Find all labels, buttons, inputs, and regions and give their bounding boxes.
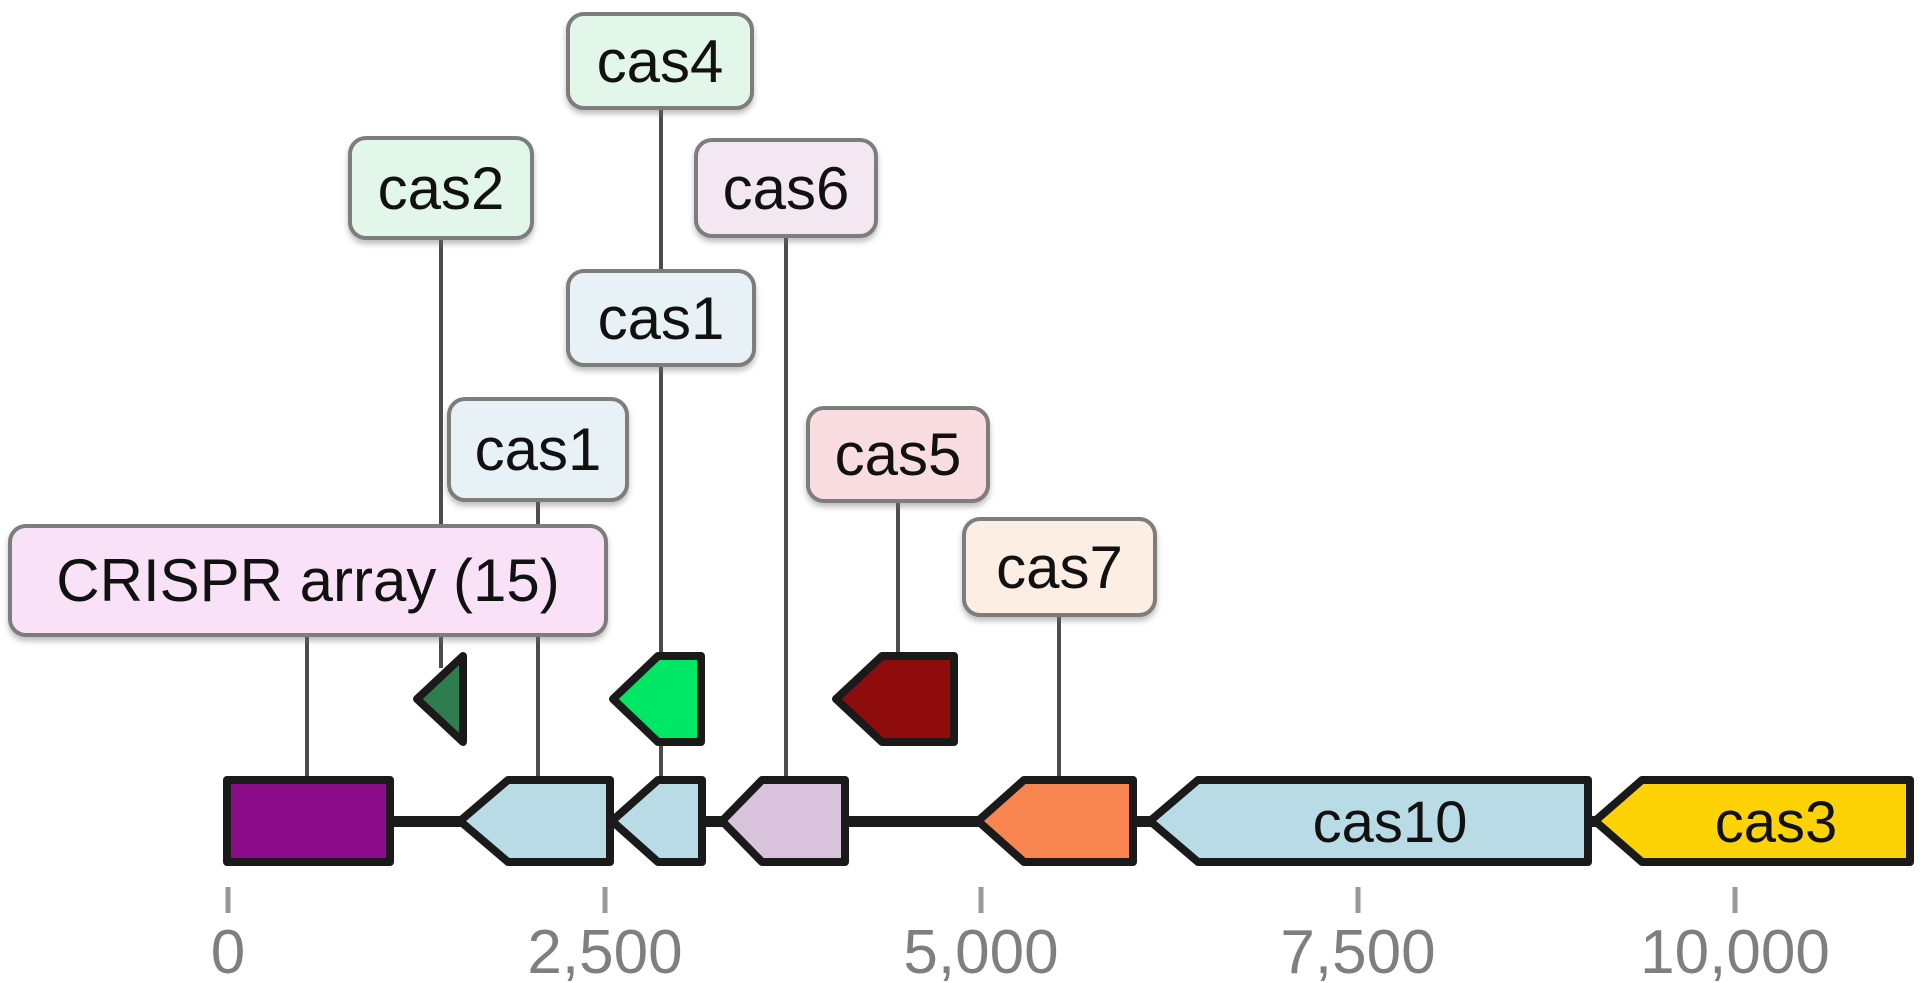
axis-label-0: 0: [210, 918, 246, 983]
label-cas5: cas5: [806, 406, 990, 503]
label-cas1-lower: cas1: [447, 397, 629, 502]
label-cas4: cas4: [566, 12, 754, 110]
gene-cas1-arrow: [456, 776, 614, 866]
label-cas2: cas2: [348, 136, 534, 240]
gene-crispr-array-rect: [223, 776, 394, 866]
gene-cas4-arrow: [609, 652, 705, 746]
gene-cas2-arrow: [413, 652, 467, 746]
label-cas6: cas6: [694, 138, 878, 238]
axis-label-10000: 10,000: [1640, 918, 1830, 983]
axis-label-5000: 5,000: [903, 918, 1059, 983]
gene-cas5-arrow: [832, 652, 958, 746]
gene-cas6-arrow: [718, 776, 849, 866]
label-crispr-array: CRISPR array (15): [8, 524, 608, 637]
gene-cas3-arrow: [1591, 776, 1914, 866]
gene-cas7-arrow: [974, 776, 1137, 866]
axis-label-7500: 7,500: [1280, 918, 1436, 983]
label-cas7: cas7: [962, 517, 1157, 617]
gene-cas10-label: cas10: [1313, 790, 1468, 855]
gene-cas3-label: cas3: [1715, 790, 1838, 855]
axis-label-2500: 2,500: [527, 918, 683, 983]
gene-cas1-small-arrow: [608, 776, 706, 866]
gene-cas10-arrow: [1146, 776, 1592, 866]
label-cas1-upper: cas1: [566, 269, 756, 367]
